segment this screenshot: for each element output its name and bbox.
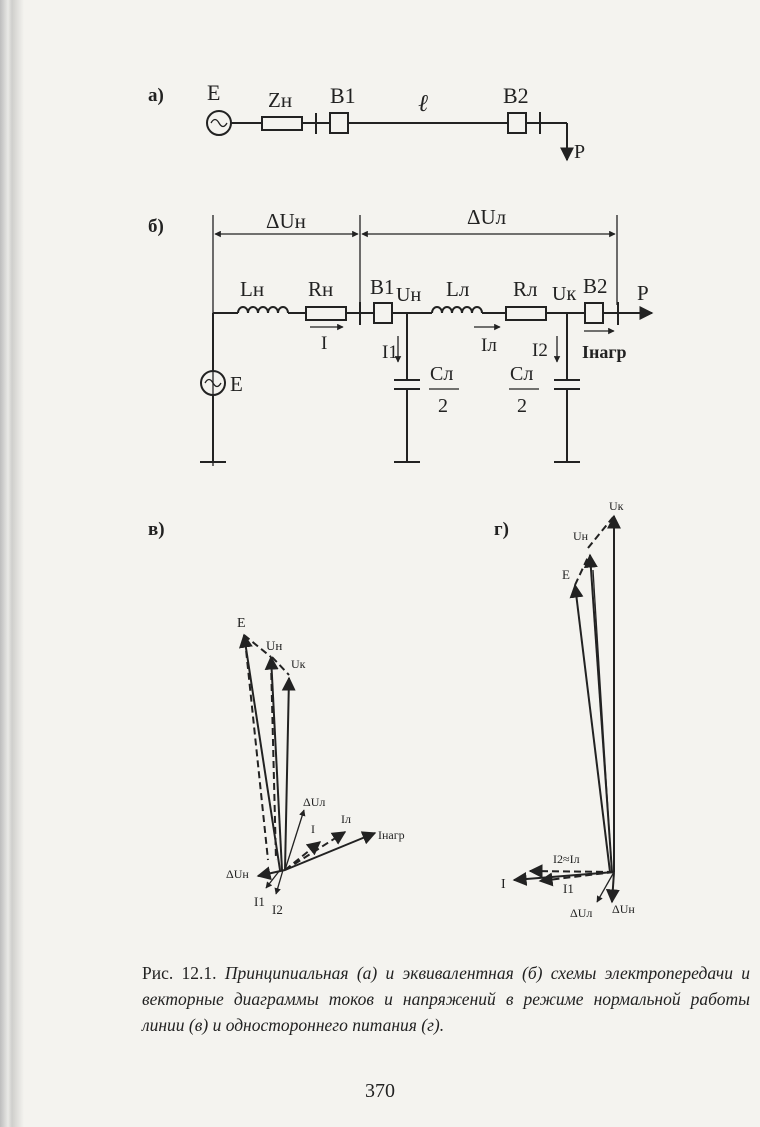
label-v-i1: I1 xyxy=(254,894,265,909)
binding-gutter xyxy=(0,0,24,1127)
diagram-g: г) Uк Uн E I2≈Iл I I1 ΔUл ΔUн xyxy=(494,499,635,920)
label-du-source: ΔUн xyxy=(266,209,306,233)
label-g-i1: I1 xyxy=(563,881,574,896)
label-c-left-den: 2 xyxy=(438,395,448,417)
label-a-line: ℓ xyxy=(418,91,428,117)
diagram-b-tag: б) xyxy=(148,216,164,237)
label-il: Iл xyxy=(481,335,497,356)
label-a-source: E xyxy=(207,80,220,105)
label-du-line: ΔUл xyxy=(467,205,506,229)
label-i1: I1 xyxy=(382,342,398,363)
caption-text: Принципиальная (а) и эквивалентная (б) с… xyxy=(142,963,750,1035)
label-a-breaker2: B2 xyxy=(503,83,529,108)
label-i-load: Iнагр xyxy=(582,342,627,362)
label-v-dun: ΔUн xyxy=(226,867,249,881)
label-i: I xyxy=(321,333,327,354)
label-g-i2il: I2≈Iл xyxy=(553,852,580,866)
label-c-right-den: 2 xyxy=(517,395,527,417)
figure-caption: Рис. 12.1. Принципиальная (а) и эквивале… xyxy=(142,960,750,1038)
label-rn: Rн xyxy=(308,277,333,301)
caption-lead: Рис. 12.1. xyxy=(142,963,217,983)
label-v-i2: I2 xyxy=(272,902,283,917)
label-ll: Lл xyxy=(446,277,469,301)
label-g-dul: ΔUл xyxy=(570,906,592,920)
label-u-start: Uн xyxy=(396,284,421,306)
figure-12-1: а) E Zн B1 ℓ B2 P б) ΔUн ΔUл xyxy=(148,80,654,920)
label-a-breaker1: B1 xyxy=(330,83,356,108)
label-a-load: P xyxy=(574,141,585,163)
label-c-right: Cл xyxy=(510,363,533,385)
label-v-un: Uн xyxy=(266,638,282,653)
inductor-ll xyxy=(431,306,483,314)
label-v-uk: Uк xyxy=(291,657,306,671)
label-v-i: I xyxy=(311,822,315,836)
label-v-il: Iл xyxy=(341,812,351,826)
label-i2: I2 xyxy=(532,340,548,361)
label-b2: B2 xyxy=(583,274,608,298)
label-u-end: Uк xyxy=(552,283,576,305)
diagram-v-tag: в) xyxy=(148,519,165,540)
breaker-b2-a xyxy=(507,112,527,134)
label-ln: Lн xyxy=(240,277,264,301)
label-g-un: Uн xyxy=(573,529,589,543)
resistor-rl xyxy=(505,306,547,321)
label-g-dun: ΔUн xyxy=(612,902,635,916)
label-v-dul: ΔUл xyxy=(303,795,325,809)
diagram-a: а) E Zн B1 ℓ B2 P xyxy=(148,80,585,163)
label-g-i: I xyxy=(501,877,506,892)
diagram-b: б) ΔUн ΔUл Lн Rн B1 Uн Lл Rл Uк B2 P xyxy=(148,205,654,466)
label-v-inagr: Iнагр xyxy=(378,828,405,842)
page-number: 370 xyxy=(365,1080,395,1102)
label-v-e: E xyxy=(237,616,246,631)
breaker-b2-b xyxy=(584,302,604,324)
label-p: P xyxy=(637,281,649,305)
inductor-ln xyxy=(237,306,289,314)
label-c-left: Cл xyxy=(430,363,453,385)
label-a-impedance: Zн xyxy=(268,88,292,112)
breaker-b1-b xyxy=(373,302,393,324)
diagram-v: в) E Uн Uк ΔUл Iл I Iнагр ΔUн I1 I2 xyxy=(148,519,405,917)
impedance-zn xyxy=(261,116,303,131)
resistor-rn xyxy=(305,306,347,321)
label-b1: B1 xyxy=(370,275,395,299)
label-rl: Rл xyxy=(513,277,538,301)
diagram-a-tag: а) xyxy=(148,85,164,106)
label-e-b: E xyxy=(230,372,243,396)
breaker-b1-a xyxy=(329,112,349,134)
diagram-g-tag: г) xyxy=(494,519,509,540)
label-g-e: E xyxy=(562,567,570,582)
label-g-uk: Uк xyxy=(609,499,624,513)
